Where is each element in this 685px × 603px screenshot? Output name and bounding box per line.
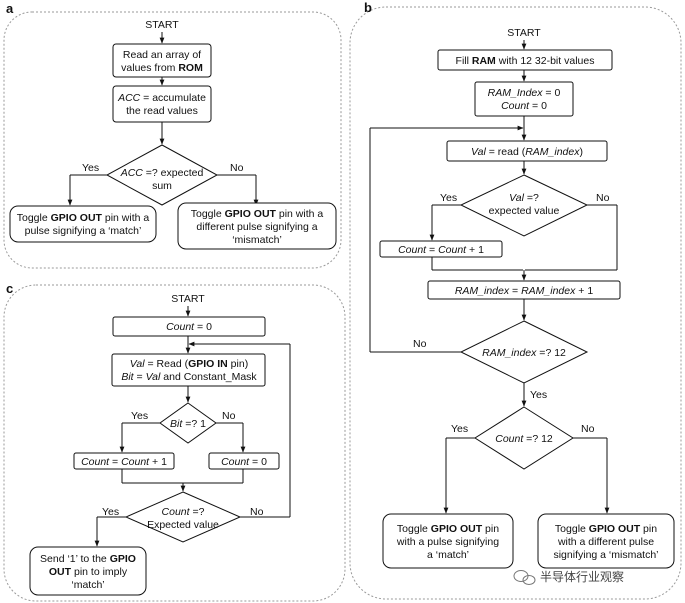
panel-b-mis-line2: with a different pulse (557, 536, 654, 548)
panel-c-label: c (6, 281, 13, 296)
panel-a-yes: Yes (82, 162, 99, 174)
panel-c-inc-text: Count = Count + 1 (81, 456, 167, 468)
watermark: 半导体行业观察 (513, 570, 624, 585)
panel-a-no: No (230, 162, 244, 174)
panel-b-mis-line1: Toggle GPIO OUT pin (555, 523, 657, 535)
panel-b-idx-text: RAM_index = RAM_index + 1 (455, 285, 593, 297)
panel-b-decision-count (474, 406, 574, 470)
panel-a-label: a (6, 1, 14, 16)
panel-b-match-line1: Toggle GPIO OUT pin (397, 523, 499, 535)
panel-b-match-line2: with a pulse signifying (396, 536, 499, 548)
panel-b-no2: No (413, 338, 427, 350)
panel-a-match-box (9, 205, 157, 243)
panel-b-start: START (507, 27, 541, 39)
panel-b-inc-text: Count = Count + 1 (398, 244, 484, 256)
panel-c-reset-box (208, 452, 280, 470)
panel-b-match-box (382, 513, 514, 569)
panel-b-decision-val (459, 174, 589, 237)
panel-a-dec-line2: sum (152, 180, 172, 192)
panel-c-start: START (171, 293, 205, 305)
panel-b-mismatch-box (537, 513, 675, 569)
panel-c-read-line1: Val = Read (GPIO IN pin) (130, 358, 248, 370)
panel-b-dec2-text: RAM_index =? 12 (482, 347, 566, 359)
panel-b-yes3: Yes (451, 423, 468, 435)
panel-c-init-text: Count = 0 (166, 321, 212, 333)
panel-a-match-line2: pulse signifying a ‘match’ (25, 225, 142, 237)
wechat-icon (513, 570, 536, 585)
panel-c-decision-count (124, 491, 242, 543)
panel-c-reset-text: Count = 0 (221, 456, 267, 468)
panel-a-mismatch-box (177, 202, 337, 250)
panel-b-yes2: Yes (530, 389, 547, 401)
panel-a-read-line2: values from ROM (121, 62, 203, 74)
panel-c-send-box (29, 546, 147, 596)
panel-b-mis-line3: signifying a ‘mismatch’ (553, 549, 658, 561)
panel-b-yes: Yes (440, 192, 457, 204)
panel-c-yes2: Yes (102, 506, 119, 518)
panel-a-match-line1: Toggle GPIO OUT pin with a (17, 212, 150, 224)
panel-a-acc-line2: the read values (126, 105, 198, 117)
panel-b-dec1-line1: Val =? (509, 192, 539, 204)
panel-c-yes: Yes (131, 410, 148, 422)
panel-b-read-text: Val = read (RAM_index) (471, 146, 583, 158)
panel-c-read-line2: Bit = Val and Constant_Mask (121, 371, 257, 383)
panel-a-mis-line2: different pulse signifying a (196, 221, 317, 233)
panel-b-init-line1: RAM_Index = 0 (488, 87, 561, 99)
panel-a-border (3, 11, 342, 269)
panel-b-fill-text: Fill RAM with 12 32-bit values (456, 55, 595, 67)
panel-c-send-line2: OUT pin to imply (49, 566, 128, 578)
panel-b-init-line2: Count = 0 (501, 100, 547, 112)
panel-c-border (3, 284, 346, 602)
panel-b-border (349, 6, 682, 600)
panel-a-start: START (145, 19, 179, 31)
panel-b-no: No (596, 192, 610, 204)
panel-a-mis-line3: ‘mismatch’ (232, 234, 282, 246)
panel-c-dec1-text: Bit =? 1 (170, 418, 206, 430)
panel-b-dec3-text: Count =? 12 (495, 433, 553, 445)
panel-b-dec1-line2: expected value (489, 205, 560, 217)
watermark-text: 半导体行业观察 (540, 570, 624, 584)
panel-b-inc-box (379, 240, 503, 258)
panel-c-init-box (112, 316, 266, 337)
panel-b-fill-box (437, 49, 613, 71)
panel-b-label: b (364, 0, 372, 15)
panel-b-no3: No (581, 423, 595, 435)
panel-c-inc-box (73, 452, 175, 470)
panel-c-no: No (222, 410, 236, 422)
panel-c-decision-bit (159, 402, 217, 444)
panel-b: b START Fill RAM with 12 32-bit values R… (349, 0, 682, 600)
panel-b-read-box (446, 140, 608, 162)
panel-b-match-line3: a ‘match’ (427, 549, 469, 561)
panel-a-dec-line1: ACC =? expected (120, 167, 204, 179)
panel-a-decision (105, 144, 219, 206)
panel-a: a START Read an array of values from ROM… (3, 1, 342, 269)
panel-a-acc-line1: ACC = accumulate (117, 92, 206, 104)
panel-a-mis-line1: Toggle GPIO OUT pin with a (191, 208, 324, 220)
panel-c-dec2-line1: Count =? (162, 506, 205, 518)
panel-a-read-line1: Read an array of (123, 49, 201, 61)
panel-c-dec2-line2: Expected value (147, 519, 219, 531)
panel-c-send-line3: ‘match’ (71, 579, 104, 591)
panel-c-no2: No (250, 506, 264, 518)
panel-c-send-line1: Send ‘1’ to the GPIO (40, 553, 136, 565)
panel-c: c START Count = 0 Val = Read (GPIO IN pi… (3, 281, 346, 602)
